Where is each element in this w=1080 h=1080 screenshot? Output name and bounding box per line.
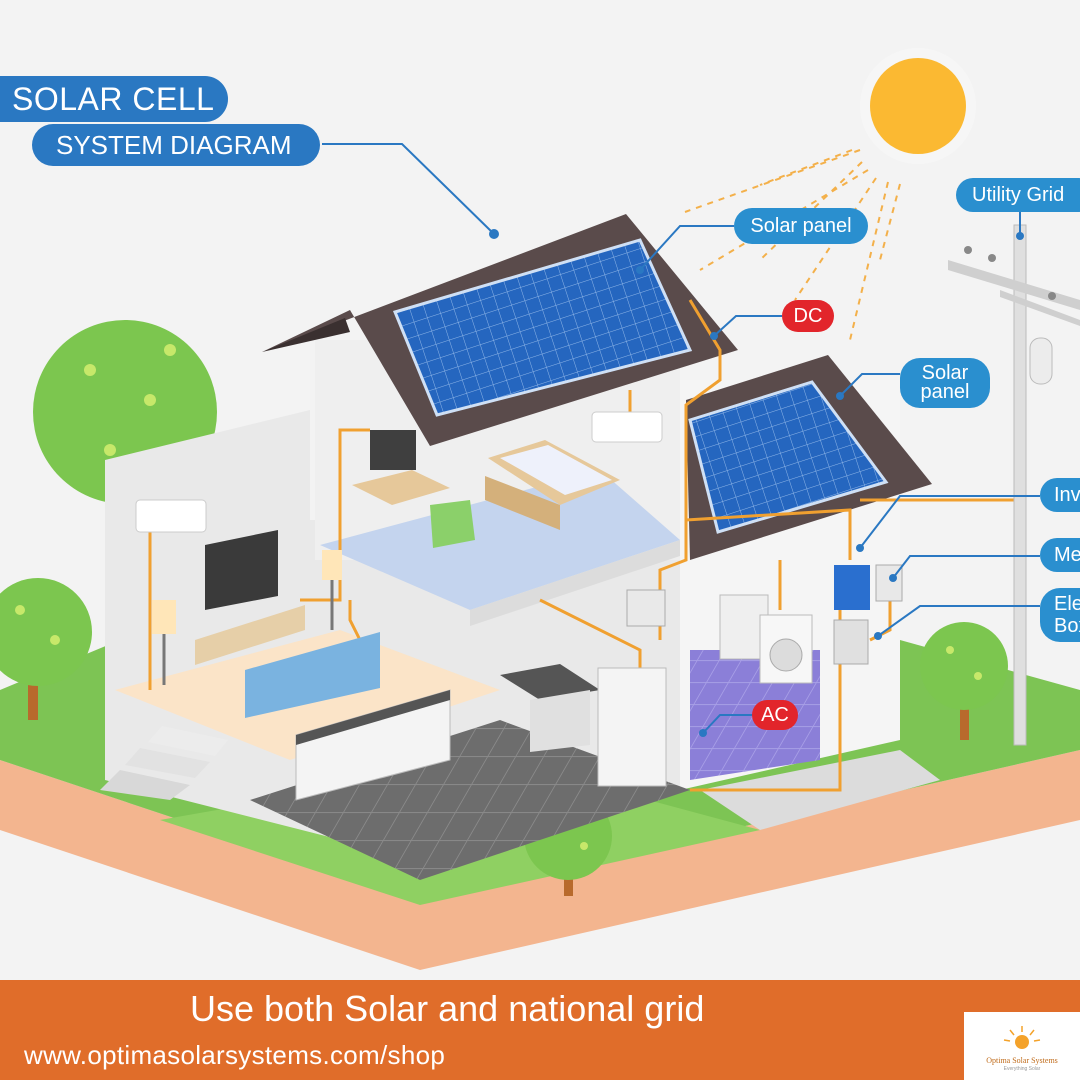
- tagline: Use both Solar and national grid: [190, 988, 705, 1029]
- furniture: [135, 411, 903, 801]
- solar-system-diagram: SOLAR CELL SYSTEM DIAGRAM Solar panel DC…: [0, 48, 1080, 970]
- electric-box-label: Electric Box: [1040, 588, 1080, 642]
- company-logo: Optima Solar Systems Everything Solar: [964, 1012, 1080, 1080]
- footer-banner: [0, 980, 1080, 1080]
- tree-left-front: [0, 578, 92, 720]
- solar-panel-label-secondary: Solar panel: [900, 358, 990, 408]
- sun: [860, 48, 976, 164]
- logo-name: Optima Solar Systems: [986, 1056, 1058, 1065]
- house-illustration: [0, 48, 1080, 970]
- tree-right: [920, 622, 1008, 740]
- second-roof: [686, 355, 932, 560]
- diagram-title: SOLAR CELL: [0, 76, 228, 122]
- inverter-label: Inverter: [1040, 478, 1080, 512]
- diagram-subtitle: SYSTEM DIAGRAM: [32, 124, 320, 166]
- leader-dots: [489, 229, 1024, 737]
- dc-label: DC: [782, 300, 834, 332]
- meter-label: Meter: [1040, 538, 1080, 572]
- logo-subtitle: Everything Solar: [1003, 1066, 1041, 1072]
- utility-pole: [948, 224, 1080, 746]
- utility-grid-label: Utility Grid: [956, 178, 1080, 212]
- main-roof: [262, 214, 738, 446]
- ac-label: AC: [752, 700, 798, 730]
- sun-logo-icon: [1003, 1026, 1041, 1049]
- shop-url-link[interactable]: www.optimasolarsystems.com/shop: [24, 1040, 446, 1070]
- solar-panel-label: Solar panel: [734, 208, 868, 244]
